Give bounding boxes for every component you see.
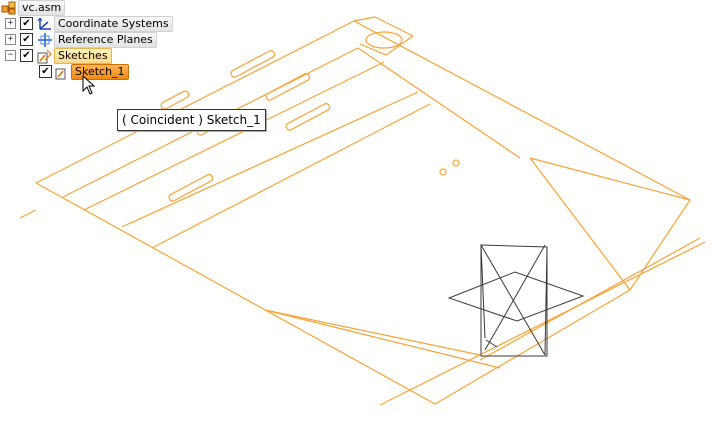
top-tab: [353, 16, 414, 56]
reference-planes-triad[interactable]: [447, 244, 585, 357]
tree-item-label: Sketches: [54, 48, 112, 64]
expand-toggle[interactable]: +: [5, 34, 16, 45]
arrow-cursor-icon: [82, 75, 96, 95]
tree-item-sketches[interactable]: − ✔ Sketches: [0, 48, 165, 64]
sketches-icon: [37, 49, 52, 64]
tree-item-label: Coordinate Systems: [54, 16, 173, 32]
sheet-metal-part[interactable]: [19, 16, 706, 406]
sketch-icon: [55, 68, 66, 80]
visibility-checkbox[interactable]: ✔: [20, 49, 33, 62]
visibility-checkbox[interactable]: ✔: [39, 65, 52, 78]
part-outline: [35, 20, 691, 405]
tree-root-label: vc.asm: [18, 0, 66, 16]
tree-item-reference-planes[interactable]: + ✔ Reference Planes: [0, 32, 165, 48]
tree-root[interactable]: vc.asm: [0, 0, 66, 16]
visibility-checkbox[interactable]: ✔: [20, 17, 33, 30]
tree-item-sketch-1[interactable]: ✔ Sketch_1: [0, 64, 165, 80]
tree-item-label: Sketch_1: [71, 64, 129, 80]
tree-item-coordinate-systems[interactable]: + ✔ Coordinate Systems: [0, 16, 173, 32]
coordinate-systems-icon: [37, 17, 51, 30]
hover-tooltip: ( Coincident ) Sketch_1: [117, 109, 266, 131]
visibility-checkbox[interactable]: ✔: [20, 33, 33, 46]
reference-planes-icon: [38, 33, 52, 47]
expand-toggle[interactable]: +: [5, 18, 16, 29]
assembly-icon: [1, 1, 16, 15]
tree-item-label: Reference Planes: [54, 32, 157, 48]
collapse-toggle[interactable]: −: [5, 50, 16, 61]
tab-hole: [365, 31, 403, 49]
feature-tree: vc.asm + ✔ Coordinate Systems + ✔ Refere…: [0, 0, 200, 90]
